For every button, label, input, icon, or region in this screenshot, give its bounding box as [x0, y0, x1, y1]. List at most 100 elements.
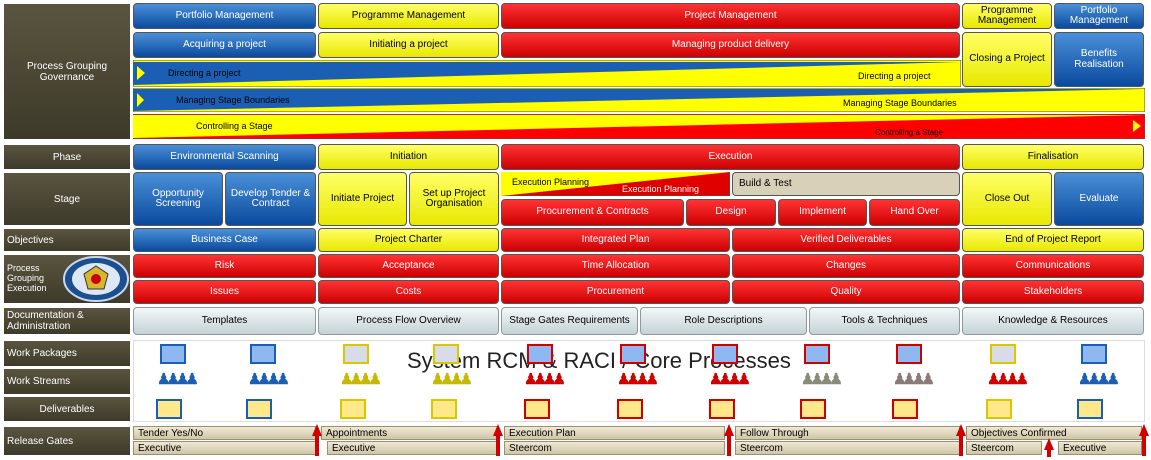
gate-arrow-stem	[1047, 449, 1051, 457]
deliverable-icon	[156, 399, 182, 419]
execution-planning-top: Execution Planning	[512, 177, 590, 187]
managing-product-delivery[interactable]: Managing product delivery	[501, 32, 960, 58]
people-icon: ♟♟♟♟	[248, 371, 290, 388]
package-icon	[804, 344, 830, 364]
doc-tools-techniques[interactable]: Tools & Techniques	[809, 307, 960, 335]
package-icon	[620, 344, 646, 364]
stage-develop-tender[interactable]: Develop Tender & Contract	[225, 172, 316, 226]
deliverable-icon	[524, 399, 550, 419]
people-icon: ♟♟♟♟	[617, 371, 659, 388]
exec-issues[interactable]: Issues	[133, 280, 316, 304]
portfolio-management-right[interactable]: Portfolio Management	[1054, 3, 1144, 29]
stage-evaluate[interactable]: Evaluate	[1054, 172, 1144, 226]
phase-environmental-scanning[interactable]: Environmental Scanning	[133, 144, 316, 170]
deliverable-icon	[892, 399, 918, 419]
stage-design[interactable]: Design	[686, 199, 776, 226]
deliverable-icon	[709, 399, 735, 419]
exec-acceptance[interactable]: Acceptance	[318, 254, 499, 278]
phase-initiation[interactable]: Initiation	[318, 144, 499, 170]
directing-right-label: Directing a project	[858, 71, 931, 81]
doc-role-descriptions[interactable]: Role Descriptions	[640, 307, 807, 335]
gate-approver: Executive	[327, 441, 499, 455]
gate-arrow-icon	[312, 424, 322, 436]
directing-left-label: Directing a project	[168, 68, 241, 78]
doc-knowledge-resources[interactable]: Knowledge & Resources	[962, 307, 1144, 335]
gate-arrow-icon	[493, 424, 503, 436]
directing-band-arrow	[137, 66, 145, 80]
exec-communications[interactable]: Communications	[962, 254, 1144, 278]
exec-procurement[interactable]: Procurement	[501, 280, 730, 304]
exec-changes[interactable]: Changes	[732, 254, 960, 278]
people-icon: ♟♟♟♟	[987, 371, 1029, 388]
objective-business-case[interactable]: Business Case	[133, 228, 316, 252]
gate-approver: Steercom	[966, 441, 1042, 455]
people-icon: ♟♟♟♟	[524, 371, 566, 388]
gate-arrow-stem	[959, 435, 963, 456]
objective-end-report[interactable]: End of Project Report	[962, 228, 1144, 252]
execution-planning-wedge	[501, 172, 730, 196]
boundaries-left-label: Managing Stage Boundaries	[176, 95, 290, 105]
doc-templates[interactable]: Templates	[133, 307, 316, 335]
controlling-right-label: Controlling a Stage	[875, 128, 944, 137]
objective-integrated-plan[interactable]: Integrated Plan	[501, 228, 730, 252]
doc-process-flow[interactable]: Process Flow Overview	[318, 307, 499, 335]
controlling-band	[133, 114, 1145, 139]
gate-follow-through: Follow Through	[735, 426, 960, 440]
stage-opportunity-screening[interactable]: Opportunity Screening	[133, 172, 223, 226]
gate-approver: Steercom	[735, 441, 960, 455]
execution-planning-bottom: Execution Planning	[622, 184, 700, 194]
work-packages-label: Work Packages	[3, 340, 131, 367]
documentation-label: Documentation & Administration	[3, 307, 131, 335]
package-icon	[712, 344, 738, 364]
deliverable-icon	[986, 399, 1012, 419]
controlling-left-label: Controlling a Stage	[196, 121, 273, 131]
gate-arrow-stem	[1142, 435, 1146, 456]
objective-project-charter[interactable]: Project Charter	[318, 228, 499, 252]
gate-arrow-stem	[727, 435, 731, 456]
initiating-project[interactable]: Initiating a project	[318, 32, 499, 58]
package-icon	[990, 344, 1016, 364]
gate-approver: Steercom	[504, 441, 725, 455]
boundaries-band-wedge	[133, 89, 1143, 111]
phase-execution[interactable]: Execution	[501, 144, 960, 170]
stage-setup-organisation[interactable]: Set up Project Organisation	[409, 172, 499, 226]
people-icon: ♟♟♟♟	[157, 371, 199, 388]
package-icon	[250, 344, 276, 364]
stage-procurement-contracts[interactable]: Procurement & Contracts	[501, 199, 684, 226]
seal-icon	[63, 256, 129, 302]
benefits-realisation[interactable]: Benefits Realisation	[1054, 32, 1144, 87]
deliverable-icon	[617, 399, 643, 419]
package-icon	[343, 344, 369, 364]
stage-build-test[interactable]: Build & Test	[732, 172, 960, 196]
controlling-band-wedge	[133, 115, 1143, 138]
deliverables-label: Deliverables	[3, 396, 131, 422]
people-icon: ♟♟♟♟	[340, 371, 382, 388]
objective-verified-deliverables[interactable]: Verified Deliverables	[732, 228, 960, 252]
package-icon	[433, 344, 459, 364]
exec-stakeholders[interactable]: Stakeholders	[962, 280, 1144, 304]
package-icon	[527, 344, 553, 364]
stage-label: Stage	[3, 172, 131, 226]
closing-project[interactable]: Closing a Project	[962, 32, 1052, 87]
governance-label: Process Grouping Governance	[3, 3, 131, 140]
exec-quality[interactable]: Quality	[732, 280, 960, 304]
package-icon	[896, 344, 922, 364]
doc-stage-gates[interactable]: Stage Gates Requirements	[501, 307, 638, 335]
phase-finalisation[interactable]: Finalisation	[962, 144, 1144, 170]
acquiring-project[interactable]: Acquiring a project	[133, 32, 316, 58]
stage-close-out[interactable]: Close Out	[962, 172, 1052, 226]
portfolio-management-top[interactable]: Portfolio Management	[133, 3, 316, 29]
project-management-top[interactable]: Project Management	[501, 3, 960, 29]
exec-time-allocation[interactable]: Time Allocation	[501, 254, 730, 278]
exec-risk[interactable]: Risk	[133, 254, 316, 278]
exec-costs[interactable]: Costs	[318, 280, 499, 304]
package-icon	[1081, 344, 1107, 364]
execution-planning-split	[501, 172, 730, 196]
stage-initiate-project[interactable]: Initiate Project	[318, 172, 407, 226]
gate-arrow-icon	[724, 424, 734, 436]
people-icon: ♟♟♟♟	[1078, 371, 1120, 388]
stage-implement[interactable]: Implement	[778, 199, 867, 226]
programme-management-right[interactable]: Programme Management	[962, 3, 1052, 29]
programme-management-top[interactable]: Programme Management	[318, 3, 499, 29]
stage-hand-over[interactable]: Hand Over	[869, 199, 960, 226]
